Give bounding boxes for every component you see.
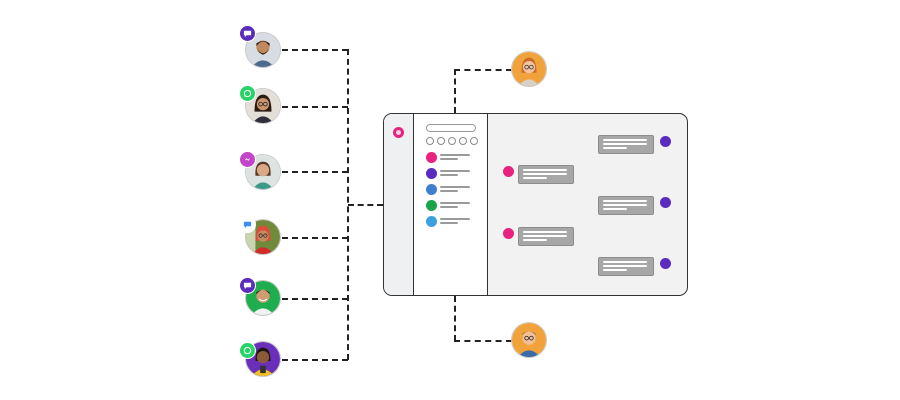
sender-dot [660,197,671,208]
filter-tab[interactable] [437,137,445,145]
message-text-line [603,265,647,267]
connector-line [454,69,512,71]
customer-avatar [245,88,281,124]
connector-line [282,171,348,173]
connector-line [282,49,348,51]
customer-avatar [245,32,281,68]
preview-line [440,174,458,176]
chat-bubble-icon [239,216,256,233]
preview-line [440,170,470,172]
preview-line [440,158,458,160]
contact-dot [426,216,437,227]
conversation-item[interactable] [426,168,482,180]
connector-line [282,359,348,361]
message-text-line [603,147,627,149]
preview-line [440,222,458,224]
connector-line [282,106,348,108]
app-sidebar [384,114,414,295]
message-text-line [603,204,647,206]
contact-dot [426,168,437,179]
contact-dot [426,152,437,163]
message-text-line [603,208,627,210]
message-bubble [598,257,654,276]
sender-dot [503,166,514,177]
filter-tab[interactable] [470,137,478,145]
brand-logo-icon [393,127,404,138]
agent-avatar [511,322,547,358]
message-text-line [523,173,567,175]
message-text-line [603,261,647,263]
filter-tab[interactable] [459,137,467,145]
filter-tabs [426,137,478,145]
inbox-window [383,113,688,296]
agent-avatar [511,51,547,87]
conversation-list [414,114,488,295]
message-bubble [518,165,574,184]
connector-line [282,298,348,300]
preview-line [440,186,470,188]
message-bubble [598,135,654,154]
message-text-line [523,239,547,241]
conversation-item[interactable] [426,184,482,196]
connector-line [454,340,512,342]
message-text-line [603,143,647,145]
message-text-line [523,235,567,237]
conversation-item[interactable] [426,216,482,228]
contact-dot [426,184,437,195]
sender-dot [660,136,671,147]
contact-dot [426,200,437,211]
message-bubble [518,227,574,246]
preview-line [440,206,458,208]
search-input[interactable] [426,124,476,132]
customer-avatar [245,341,281,377]
filter-tab[interactable] [448,137,456,145]
conversation-item[interactable] [426,152,482,164]
sender-dot [503,228,514,239]
sender-dot [660,258,671,269]
message-text-line [523,169,567,171]
preview-line [440,218,470,220]
chat-panel [488,114,687,295]
connector-line [348,204,383,206]
whatsapp-icon [239,85,256,102]
chat-bubble-icon [239,277,256,294]
connector-line [454,296,456,341]
filter-tab[interactable] [426,137,434,145]
chat-bubble-icon [239,25,256,42]
message-text-line [603,139,647,141]
connector-line [282,237,348,239]
message-text-line [523,177,547,179]
whatsapp-icon [239,342,256,359]
conversation-item[interactable] [426,200,482,212]
message-text-line [603,269,627,271]
customer-avatar [245,219,281,255]
preview-line [440,202,470,204]
message-text-line [603,200,647,202]
messenger-icon [239,151,256,168]
connector-line [454,69,456,113]
preview-line [440,154,470,156]
message-bubble [598,196,654,215]
preview-line [440,190,458,192]
message-text-line [523,231,567,233]
